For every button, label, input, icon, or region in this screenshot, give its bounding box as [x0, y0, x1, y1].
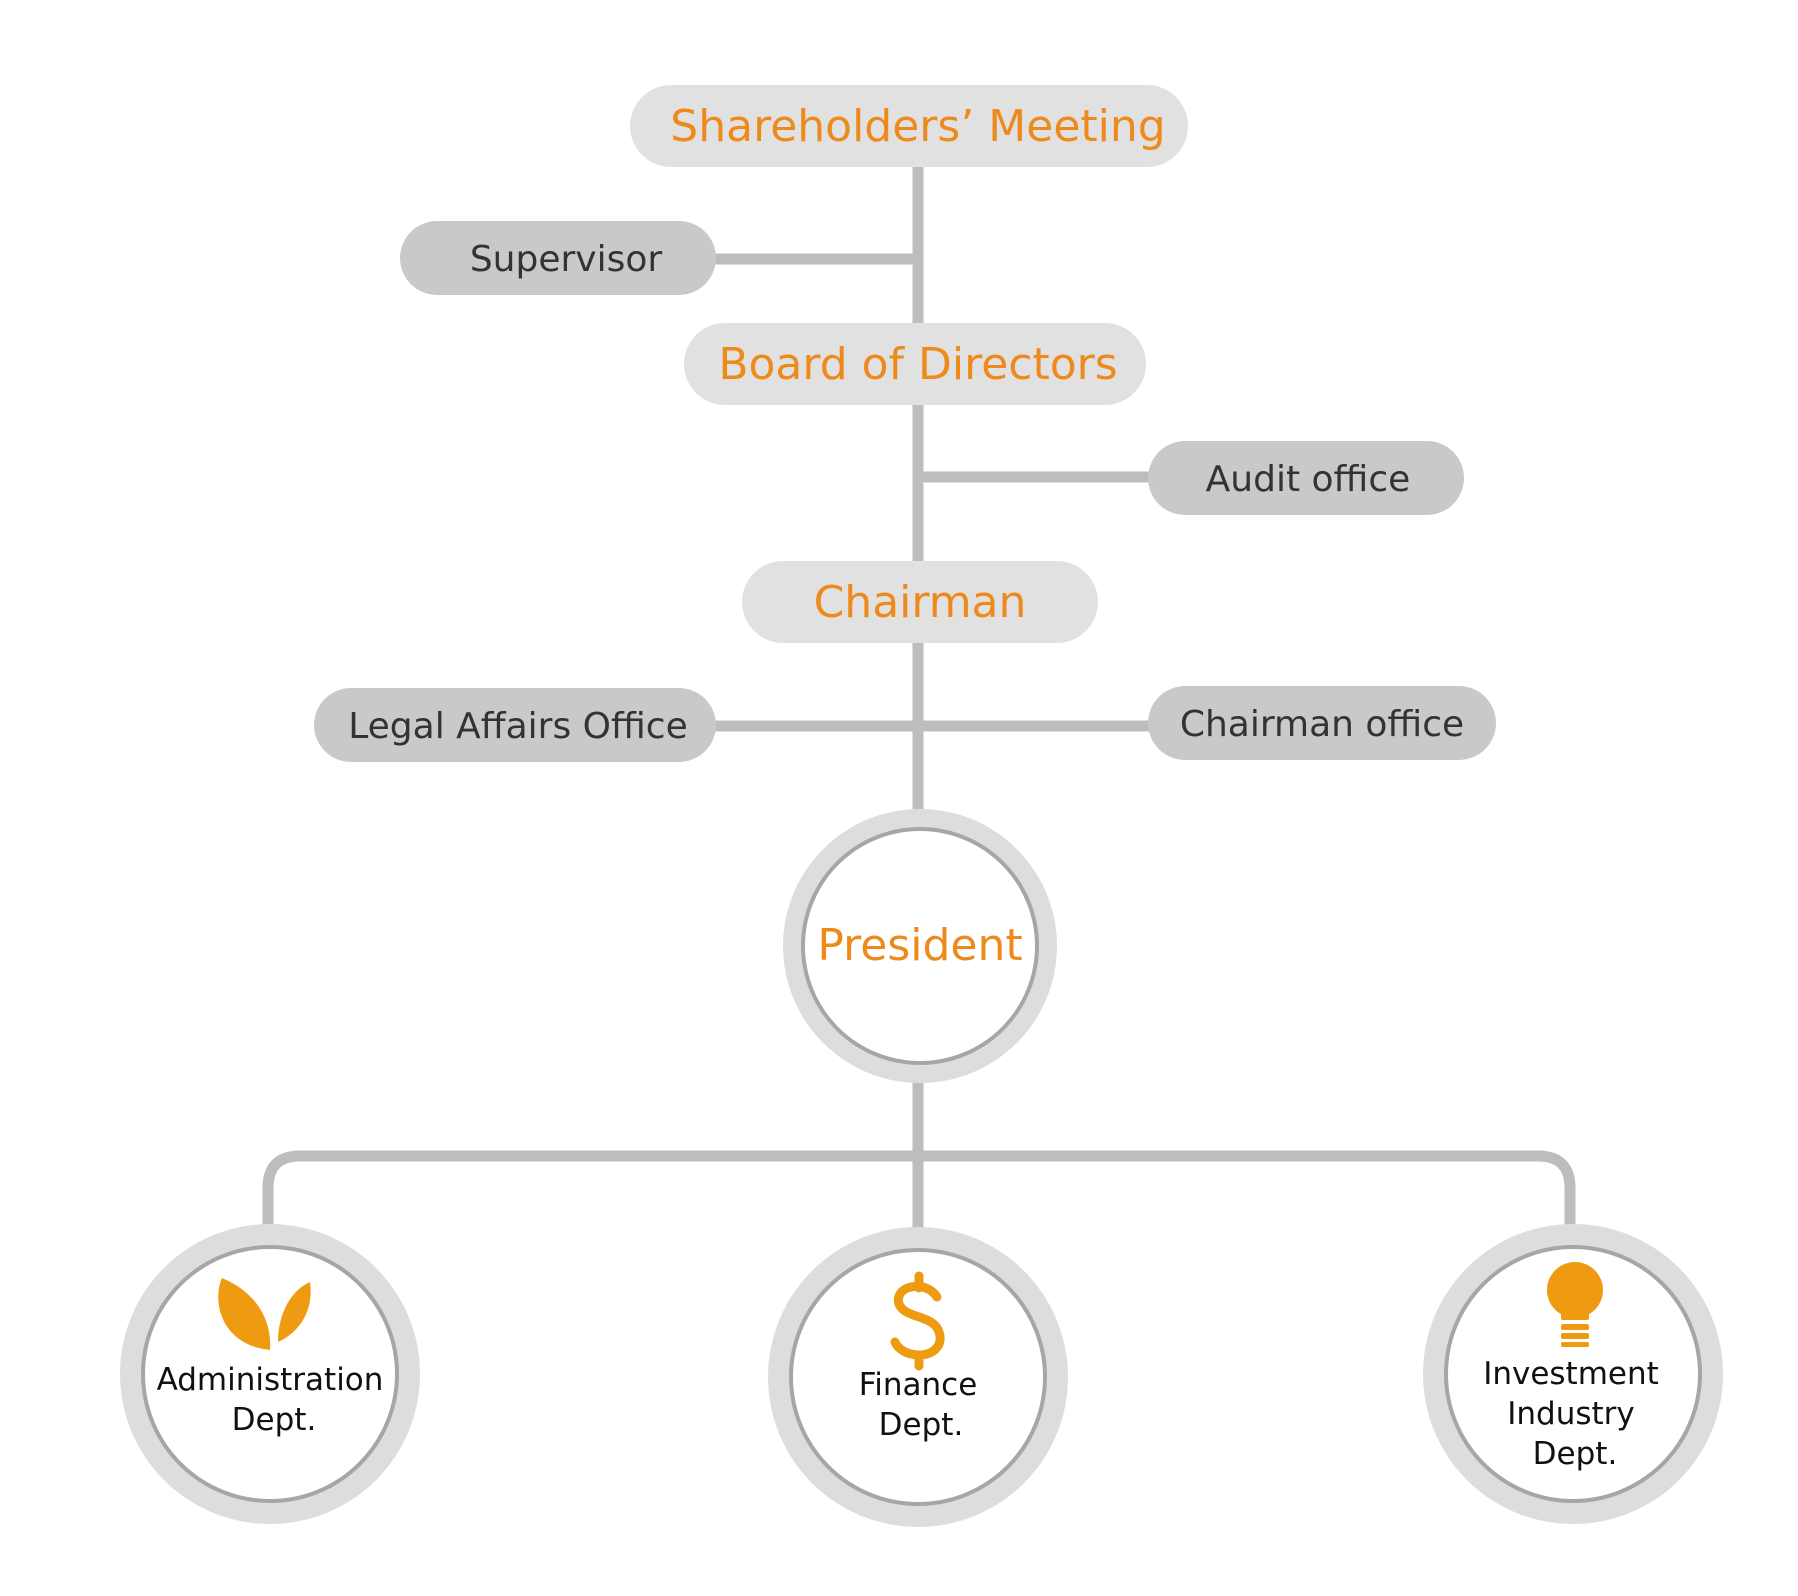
investment-industry-dept-line2: Industry: [1507, 1396, 1635, 1432]
chairman-box: [742, 561, 1098, 643]
finance-dept-inner-circle: [789, 1248, 1047, 1506]
legal-affairs-office-box: [314, 688, 716, 762]
shareholders-meeting-box: [630, 85, 1188, 167]
shareholders-meeting-label: Shareholders’ Meeting: [670, 101, 1165, 152]
shareholders-meeting-node: Shareholders’ Meeting: [630, 85, 1188, 167]
leaf-icon: [218, 1278, 311, 1350]
audit-office-box: [1148, 441, 1464, 515]
chairman-node: Chairman: [742, 561, 1098, 643]
connectors: [262, 160, 1576, 1228]
audit-office-node: Audit office: [1148, 441, 1464, 515]
lightbulb-icon: [1547, 1262, 1603, 1347]
board-of-directors-label: Board of Directors: [718, 339, 1117, 390]
investment-industry-dept-line1: Investment: [1483, 1356, 1659, 1392]
investment-industry-dept-node: Investment Industry Dept.: [1423, 1224, 1723, 1524]
administration-dept-inner-circle: [141, 1245, 399, 1503]
investment-industry-dept-line3: Dept.: [1533, 1436, 1618, 1472]
finance-dept-line2: Dept.: [879, 1407, 964, 1443]
president-inner-circle: [801, 827, 1039, 1065]
chairman-office-label: Chairman office: [1180, 704, 1464, 745]
legal-affairs-office-label: Legal Affairs Office: [348, 706, 688, 747]
president-label: President: [817, 920, 1022, 971]
board-of-directors-node: Board of Directors: [684, 323, 1146, 405]
administration-dept-line1: Administration: [157, 1362, 384, 1398]
administration-dept-line2: Dept.: [232, 1402, 317, 1438]
audit-office-label: Audit office: [1206, 459, 1411, 500]
legal-affairs-office-node: Legal Affairs Office: [314, 688, 716, 762]
finance-dept-node: Finance Dept.: [768, 1227, 1068, 1527]
chairman-office-node: Chairman office: [1148, 686, 1496, 760]
administration-dept-node: Administration Dept.: [120, 1224, 420, 1524]
chairman-office-box: [1148, 686, 1496, 760]
supervisor-label: Supervisor: [470, 239, 663, 280]
dollar-icon: [890, 1271, 945, 1371]
president-node: President: [783, 809, 1057, 1083]
investment-industry-dept-inner-circle: [1444, 1245, 1702, 1503]
department-branch-connector: [262, 1150, 1576, 1228]
supervisor-box: [400, 221, 716, 295]
supervisor-node: Supervisor: [400, 221, 716, 295]
chairman-label: Chairman: [814, 577, 1027, 628]
finance-dept-line1: Finance: [859, 1367, 978, 1403]
board-of-directors-box: [684, 323, 1146, 405]
